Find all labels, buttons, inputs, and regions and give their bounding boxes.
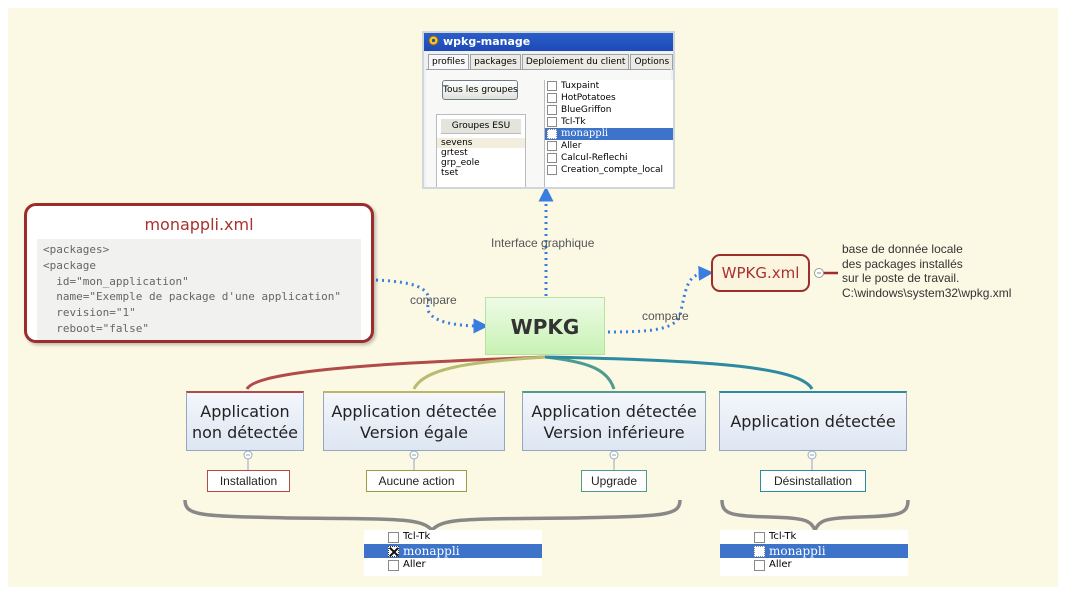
package-label: Aller <box>403 559 426 570</box>
app-icon <box>428 35 439 46</box>
package-checkbox[interactable] <box>547 105 557 115</box>
case-equal-version: Application détectée Version égale <box>323 391 505 451</box>
case-lower-version: Application détectée Version inférieure <box>522 391 706 451</box>
interface-label: Interface graphique <box>491 236 595 250</box>
package-checkbox[interactable] <box>547 153 557 163</box>
package-checkbox[interactable] <box>547 165 557 175</box>
note-line: des packages installés <box>842 256 963 271</box>
package-row[interactable]: Aller <box>364 558 542 572</box>
all-groups-button[interactable]: Tous les groupes <box>442 80 518 100</box>
package-label: Aller <box>561 141 582 151</box>
package-checkbox[interactable] <box>388 531 399 543</box>
package-checkbox[interactable] <box>754 545 765 557</box>
tab-bar: profiles packages Deploiement du client … <box>428 54 673 70</box>
group-item[interactable]: tset <box>441 168 459 178</box>
compare-label-right: compare <box>642 309 689 323</box>
package-checkbox-checked[interactable] <box>388 545 399 557</box>
package-row[interactable]: Tcl-Tk <box>720 530 908 544</box>
groups-header[interactable]: Groupes ESU <box>441 119 521 134</box>
package-checkbox[interactable] <box>547 129 557 139</box>
xml-file-box: monappli.xml <packages> <package id="mon… <box>24 203 374 343</box>
wpkg-xml-node: WPKG.xml <box>711 254 810 292</box>
case-line: Application détectée <box>531 401 697 421</box>
package-checkbox[interactable] <box>754 559 765 571</box>
xml-code-block: <packages> <package id="mon_application"… <box>37 239 361 340</box>
package-row[interactable]: Aller <box>545 140 673 152</box>
window-titlebar: wpkg-manage <box>424 33 673 51</box>
case-not-detected: Application non détectée <box>186 391 304 451</box>
tab-deploiement[interactable]: Deploiement du client <box>521 54 630 70</box>
action-upgrade: Upgrade <box>581 470 647 492</box>
case-line: Application détectée <box>730 412 896 431</box>
window-body: Tous les groupes Groupes ESU sevens grte… <box>426 69 673 187</box>
package-label: Tcl-Tk <box>769 531 797 542</box>
package-label: BlueGriffon <box>561 105 612 115</box>
tab-packages[interactable]: packages <box>470 54 521 70</box>
package-checkbox[interactable] <box>547 141 557 151</box>
action-installation: Installation <box>207 470 290 492</box>
package-row[interactable]: Calcul-Reflechi <box>545 152 673 164</box>
case-detected: Application détectée <box>719 391 907 451</box>
window-title: wpkg-manage <box>443 35 531 48</box>
action-uninstall: Désinstallation <box>760 470 866 492</box>
package-label: Tuxpaint <box>561 81 600 91</box>
case-line: Application <box>200 401 290 421</box>
package-row[interactable]: Tcl-Tk <box>364 530 542 544</box>
package-row[interactable]: HotPotatoes <box>545 92 673 104</box>
package-snippet-left: Tcl-Tk monappli Aller <box>364 530 542 576</box>
wpkg-node: WPKG <box>485 297 605 355</box>
group-item[interactable]: sevens <box>437 138 525 148</box>
package-row-selected[interactable]: monappli <box>364 544 542 558</box>
note-line: sur le poste de travail. <box>842 271 960 286</box>
package-label: HotPotatoes <box>561 93 616 103</box>
package-row[interactable]: Tcl-Tk <box>545 116 673 128</box>
package-label: Tcl-Tk <box>561 117 586 127</box>
package-checkbox[interactable] <box>388 559 399 571</box>
package-label: monappli <box>561 128 609 139</box>
package-row[interactable]: BlueGriffon <box>545 104 673 116</box>
wpkg-manage-window: wpkg-manage profiles packages Deploiemen… <box>422 31 675 189</box>
case-line: Version égale <box>359 422 468 442</box>
package-checkbox[interactable] <box>547 93 557 103</box>
database-note: base de donnée locale des packages insta… <box>842 242 1011 300</box>
note-line: C:\windows\system32\wpkg.xml <box>842 285 1012 300</box>
note-line: base de donnée locale <box>842 242 963 256</box>
package-label: monappli <box>403 544 460 558</box>
xml-file-title: monappli.xml <box>144 215 254 234</box>
tab-options[interactable]: Options <box>630 54 673 70</box>
action-none: Aucune action <box>366 470 467 492</box>
package-list: Tuxpaint HotPotatoes BlueGriffon Tcl-Tk … <box>544 80 673 187</box>
package-snippet-right: Tcl-Tk monappli Aller <box>720 530 908 576</box>
package-row[interactable]: Tuxpaint <box>545 80 673 92</box>
tab-profiles[interactable]: profiles <box>428 54 470 70</box>
groups-list: Groupes ESU sevens grtest grp_eole tset <box>436 114 526 187</box>
case-line: Application détectée <box>331 401 497 421</box>
case-line: non détectée <box>191 422 299 442</box>
group-item[interactable]: grtest <box>441 148 468 158</box>
package-label: Creation_compte_local <box>561 165 664 175</box>
package-label: Aller <box>769 559 792 570</box>
package-row[interactable]: Aller <box>720 558 908 572</box>
package-label: Calcul-Reflechi <box>561 153 628 163</box>
package-row-selected[interactable]: monappli <box>720 544 908 558</box>
package-row[interactable]: Creation_compte_local <box>545 164 673 176</box>
compare-label-left: compare <box>410 293 457 307</box>
case-line: Version inférieure <box>543 422 685 442</box>
package-checkbox[interactable] <box>547 117 557 127</box>
package-row-selected[interactable]: monappli <box>545 128 673 140</box>
package-label: Tcl-Tk <box>403 531 431 542</box>
package-checkbox[interactable] <box>547 81 557 91</box>
group-item[interactable]: grp_eole <box>441 158 480 168</box>
package-checkbox[interactable] <box>754 531 765 543</box>
package-label: monappli <box>769 544 826 558</box>
